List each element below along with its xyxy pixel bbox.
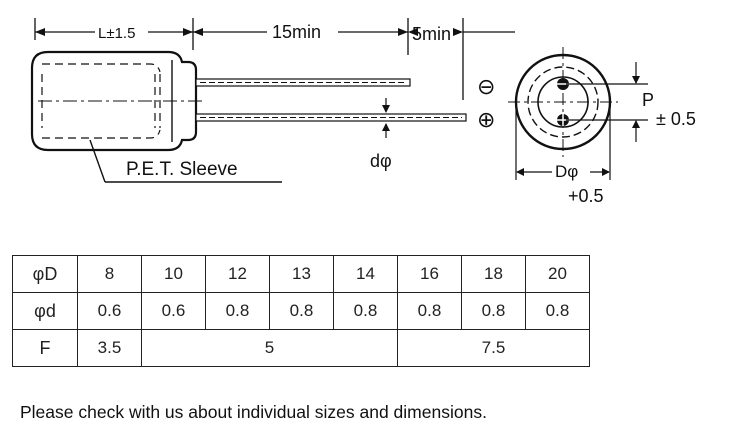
pitch-tolerance-label: ± 0.5 — [656, 109, 696, 129]
plus-terminal-symbol: ⊕ — [477, 107, 495, 132]
body-length-label: L±1.5 — [98, 25, 135, 42]
table-cell: 13 — [269, 255, 334, 293]
pitch-dimension — [566, 62, 648, 142]
table-cell: 0.8 — [397, 292, 462, 330]
capacitor-end-view — [508, 47, 618, 157]
table-cell: 0.8 — [461, 292, 526, 330]
capacitor-dimension-drawing: L±1.5 15min 5min dφ P.E.T. Sleeve ⊖ ⊕ — [30, 18, 696, 206]
table-cell: 20 — [525, 255, 590, 293]
table-cell: 8 — [77, 255, 142, 293]
table-cell: 3.5 — [77, 329, 142, 367]
table-cell: 18 — [461, 255, 526, 293]
diameter-dimension — [515, 102, 611, 180]
diameter-tolerance-label: +0.5 — [568, 186, 604, 206]
capacitor-body — [30, 50, 205, 152]
table-cell: 0.8 — [205, 292, 270, 330]
lead-wires — [195, 78, 467, 122]
row-header: F — [12, 329, 78, 367]
dimension-note: Please check with us about individual si… — [20, 402, 487, 422]
table-cell: 0.8 — [525, 292, 590, 330]
minus-terminal-symbol: ⊖ — [477, 74, 495, 99]
table-cell: 0.8 — [333, 292, 398, 330]
end-view-lead-dots — [557, 78, 569, 126]
table-cell: 16 — [397, 255, 462, 293]
table-cell: 12 — [205, 255, 270, 293]
lead-diameter-label: dφ — [370, 151, 392, 171]
row-header: φD — [12, 255, 78, 293]
lead-length-label: 15min — [272, 22, 321, 42]
sleeve-leader — [89, 139, 282, 183]
table-cell: 0.8 — [269, 292, 334, 330]
sleeve-label: P.E.T. Sleeve — [126, 159, 238, 180]
table-cell: 0.6 — [141, 292, 206, 330]
table-cell: 10 — [141, 255, 206, 293]
pitch-label: P — [642, 90, 654, 110]
table-cell: 7.5 — [397, 329, 590, 367]
table-cell: 0.6 — [77, 292, 142, 330]
row-header: φd — [12, 292, 78, 330]
table-cell: 14 — [333, 255, 398, 293]
table-cell: 5 — [141, 329, 398, 367]
lead-diameter-arrows — [382, 98, 390, 138]
dimension-arrowheads — [35, 28, 463, 36]
diameter-label: Dφ — [555, 162, 578, 181]
lead-gap-label: 5min — [412, 24, 451, 44]
